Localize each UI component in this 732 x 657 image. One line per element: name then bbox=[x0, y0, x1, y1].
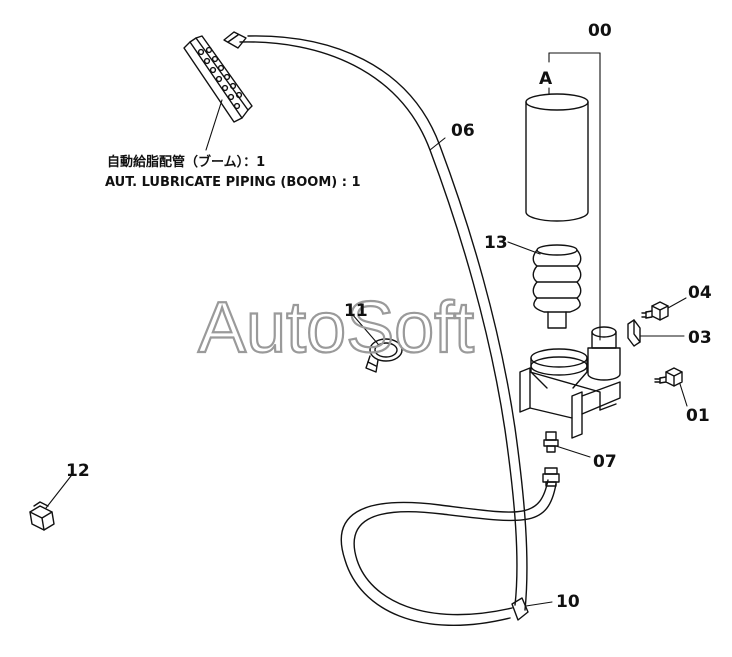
part-label-00: 00 bbox=[588, 21, 612, 41]
grease-cartridge bbox=[525, 93, 589, 222]
hose-end-fitting bbox=[223, 31, 247, 49]
part-label-A: A bbox=[539, 69, 553, 89]
hose-06 bbox=[239, 35, 557, 626]
plug-12 bbox=[29, 501, 55, 531]
clip-03 bbox=[627, 319, 641, 347]
part-label-06: 06 bbox=[451, 121, 475, 141]
part-numbers: 00 A 06 13 11 04 03 01 07 12 10 bbox=[66, 21, 712, 612]
bolt-01 bbox=[654, 367, 683, 387]
leader-lines bbox=[45, 52, 688, 607]
hose-clamp-11 bbox=[365, 338, 403, 373]
fitting-07 bbox=[542, 431, 560, 487]
part-label-01: 01 bbox=[686, 406, 710, 426]
pump-motor bbox=[587, 326, 621, 381]
note-japanese: 自動給脂配管（ブーム）：1 bbox=[107, 154, 265, 170]
note-english: AUT. LUBRICATE PIPING (BOOM) : 1 bbox=[105, 175, 361, 190]
part-label-13: 13 bbox=[484, 233, 508, 253]
bolt-04 bbox=[641, 301, 669, 321]
bellows-13 bbox=[532, 244, 582, 329]
assembly-note: 自動給脂配管（ブーム）：1 AUT. LUBRICATE PIPING (BOO… bbox=[105, 154, 361, 190]
mounting-bracket bbox=[519, 367, 621, 439]
part-label-11: 11 bbox=[344, 301, 368, 321]
watermark-text: AutoSoft bbox=[198, 288, 474, 368]
part-label-04: 04 bbox=[688, 283, 712, 303]
part-label-07: 07 bbox=[593, 452, 617, 472]
distribution-manifold bbox=[183, 35, 253, 123]
part-label-10: 10 bbox=[556, 592, 580, 612]
holder-ring bbox=[530, 348, 588, 389]
part-label-12: 12 bbox=[66, 461, 90, 481]
part-label-03: 03 bbox=[688, 328, 712, 348]
